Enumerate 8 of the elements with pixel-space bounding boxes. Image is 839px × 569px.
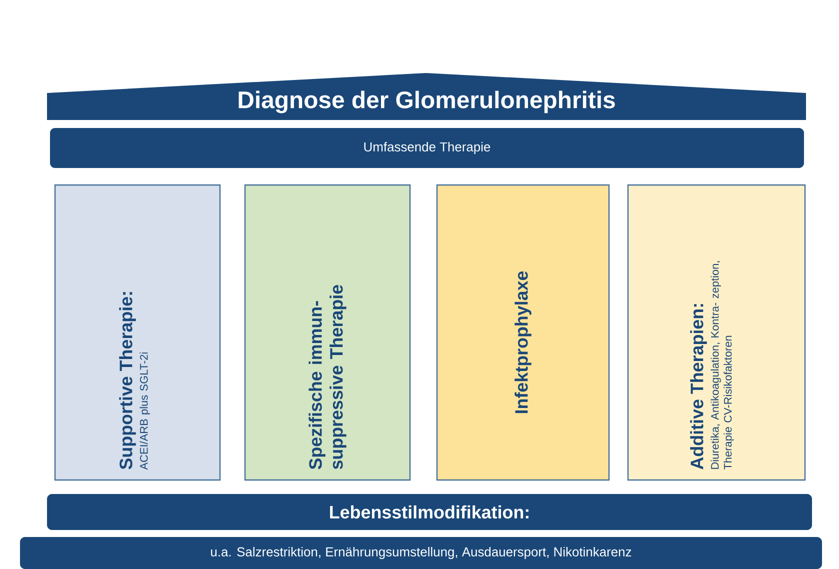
pillar-card: Spezifische immun- suppressive Therapie	[244, 184, 411, 481]
pillar-card: Supportive Therapie: ACEI/ARB plus SGLT-2i	[54, 184, 221, 481]
pillar-card: Infektprophylaxe	[436, 184, 610, 481]
pillar-card: Additive Therapien: Diuretika, Antikoagulation, Kontra- zeption, Therapie CV-Risikofaktoren	[627, 184, 806, 481]
base-band: u.a. Salzrestriktion, Ernährungsumstellung, Ausdauersport, Nikotinkarenz	[20, 537, 822, 569]
roof-banner: Diagnose der Glomerulonephritis	[47, 73, 806, 120]
header-band: Umfassende Therapie	[50, 128, 804, 168]
base-band: Lebensstilmodifikation:	[47, 494, 812, 530]
